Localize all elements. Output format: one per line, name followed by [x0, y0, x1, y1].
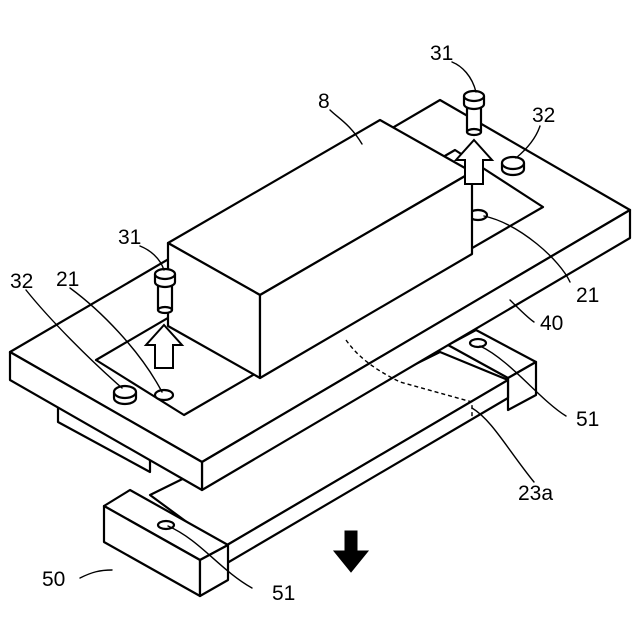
bolt-31-right [464, 91, 484, 135]
label-32-right: 32 [532, 104, 555, 127]
leader-31-right [452, 62, 476, 92]
label-23a: 23a [518, 482, 553, 505]
leader-50 [80, 570, 112, 578]
label-31-left: 31 [118, 226, 141, 249]
base-hole-51-right [470, 339, 486, 347]
label-32-left: 32 [10, 270, 33, 293]
washer-32-left [114, 386, 136, 404]
label-51-front: 51 [272, 582, 295, 605]
label-21-left: 21 [56, 268, 79, 291]
label-21-right: 21 [576, 284, 599, 307]
leader-23a [472, 408, 534, 482]
label-40: 40 [540, 312, 563, 335]
label-8: 8 [318, 90, 330, 113]
label-50: 50 [42, 568, 65, 591]
label-31-right: 31 [430, 42, 453, 65]
washer-32-right [502, 157, 524, 175]
leader-40 [510, 300, 534, 322]
hole-21-left [155, 390, 173, 400]
lower-arrow [334, 531, 368, 572]
bolt-31-left [155, 269, 175, 313]
label-51-right: 51 [576, 408, 599, 431]
